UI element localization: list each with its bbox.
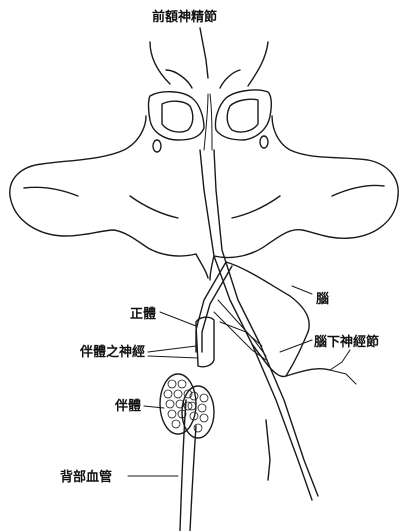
frontal-ganglion-label: 前額神精節 bbox=[152, 9, 217, 25]
corpus-allatum-label: 伴體 bbox=[114, 398, 141, 414]
corpus-cardiacum-label: 正體 bbox=[130, 306, 156, 322]
brain-label: 腦 bbox=[316, 291, 329, 307]
corpus-allatum-left bbox=[160, 374, 196, 434]
dorsal-vessel-label: 背部血管 bbox=[60, 469, 112, 485]
leader-subesophageal bbox=[280, 340, 312, 352]
leader-corpus-allatum bbox=[144, 406, 164, 408]
leader-nerve-2 bbox=[148, 356, 198, 358]
leader-nerve-1 bbox=[148, 346, 196, 352]
left-ocellus bbox=[153, 140, 161, 152]
dorsal-vessel-right bbox=[190, 426, 196, 531]
left-upper-lobe bbox=[149, 92, 205, 140]
frontal-ganglion-line bbox=[200, 28, 208, 78]
right-ocellus bbox=[260, 136, 268, 148]
leader-corpus-cardiacum bbox=[160, 312, 196, 326]
drawing bbox=[10, 28, 398, 531]
corpus-cardiacum-shape bbox=[196, 317, 214, 367]
leader-brain bbox=[292, 286, 312, 294]
subesophageal-ganglion-label: 腦下神經節 bbox=[314, 334, 379, 350]
corpus-allatum-nerve-label: 伴體之神經 bbox=[79, 344, 145, 360]
corpus-allatum-right bbox=[182, 386, 214, 438]
